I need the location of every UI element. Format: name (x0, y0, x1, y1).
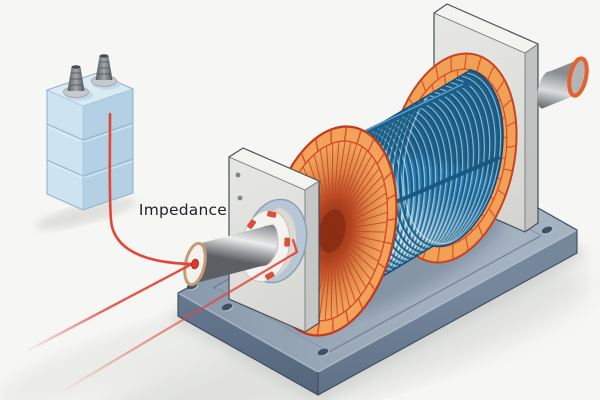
circuit-wires (23, 112, 299, 396)
coil-lead-wire-bottom (380, 156, 500, 210)
shaft-right-stub (537, 56, 589, 109)
shaft-body (185, 224, 278, 285)
plate-left-top-face (229, 148, 319, 190)
bolt-holes (186, 226, 554, 357)
plate-left-outline (228, 147, 320, 333)
fading-wire-lower (56, 238, 299, 396)
base-face-front-left (178, 293, 318, 395)
impedance-label: Impedance (139, 201, 227, 219)
coil-end-left-core (318, 209, 346, 253)
battery-face-left (47, 90, 83, 210)
plate-right-top-face (434, 4, 538, 53)
plate-left-side-face (305, 181, 319, 332)
shaft (183, 224, 278, 287)
battery-terminal (63, 65, 93, 101)
shaft-right-tip (567, 56, 589, 98)
battery-face-right (83, 89, 133, 210)
battery-cell-division-highlights (46, 124, 134, 179)
plate-screw-hole (237, 195, 243, 201)
battery-terminal (91, 54, 121, 90)
battery-cell-divisions (46, 122, 134, 177)
shaft-tip-contact-dot (191, 258, 199, 270)
plate-screw-hole (235, 172, 241, 178)
bearing-flange-band (257, 207, 297, 282)
battery-wire (108, 112, 194, 266)
base-face-front-right (318, 230, 577, 395)
fading-wire-left (23, 262, 194, 354)
battery (45, 54, 135, 211)
